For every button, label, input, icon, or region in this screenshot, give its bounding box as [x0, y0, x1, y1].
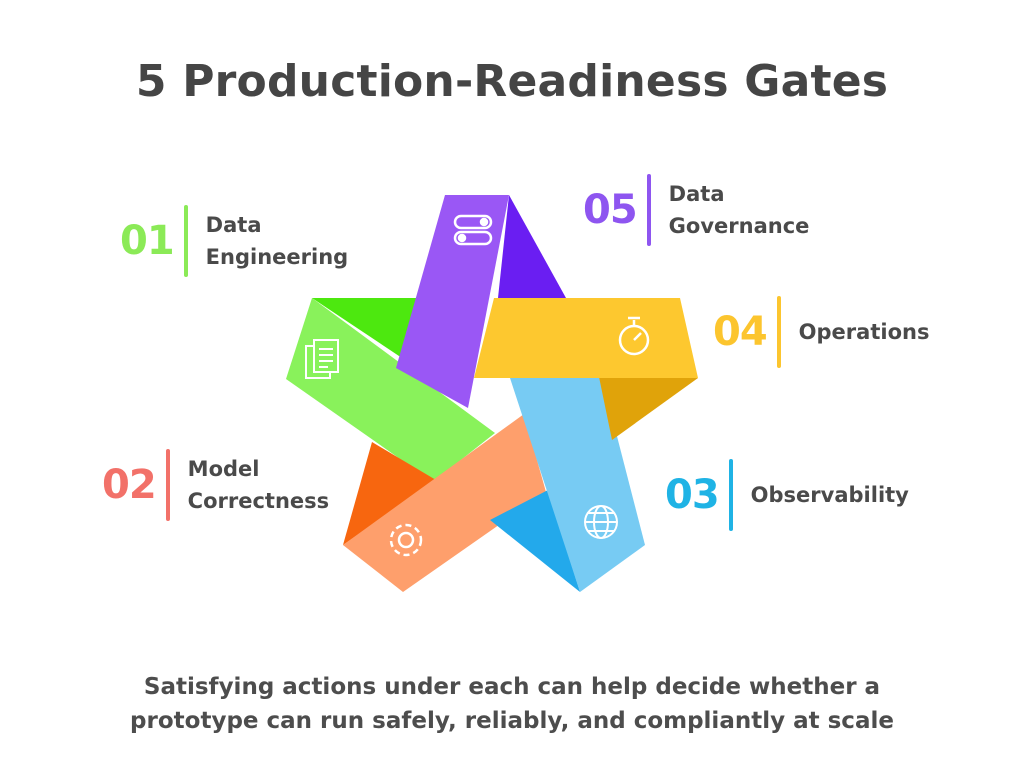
gate-divider — [183, 205, 188, 277]
band-dark-data-engineering — [312, 298, 420, 370]
gate-divider — [646, 174, 651, 246]
gate-observability: 03 Observability — [665, 459, 909, 531]
gate-number: 02 — [102, 462, 157, 508]
gate-number: 05 — [583, 187, 638, 233]
gate-model-correctness: 02 Model Correctness — [102, 449, 329, 521]
document-stack-icon — [305, 339, 339, 379]
page-title: 5 Production-Readiness Gates — [135, 56, 889, 107]
toggle-switch-icon — [453, 214, 493, 246]
globe-icon — [584, 505, 618, 539]
gate-operations: 04 Operations — [713, 296, 929, 368]
gear-icon — [389, 523, 423, 557]
gate-data-engineering: 01 Data Engineering — [120, 205, 348, 277]
band-operations — [474, 298, 698, 378]
band-model-correctness — [343, 414, 546, 592]
gate-divider — [165, 449, 170, 521]
gate-label: Model Correctness — [187, 457, 330, 513]
footer-caption: Satisfying actions under each can help d… — [130, 674, 894, 734]
gate-number: 03 — [665, 472, 720, 518]
band-dark-observability — [490, 490, 580, 592]
gate-label: Data Engineering — [205, 213, 349, 269]
band-dark-model-correctness — [343, 442, 436, 545]
stopwatch-icon — [618, 316, 650, 356]
band-dark-operations — [598, 372, 698, 440]
gate-number: 04 — [713, 309, 768, 355]
band-dark-data-governance — [498, 195, 566, 298]
band-data-governance — [396, 195, 509, 408]
gate-data-governance: 05 Data Governance — [583, 174, 809, 246]
gate-label: Operations — [798, 320, 930, 344]
gate-number: 01 — [120, 218, 175, 264]
gate-label: Observability — [750, 483, 909, 507]
gate-label: Data Governance — [668, 182, 810, 238]
gate-divider — [728, 459, 733, 531]
gate-divider — [776, 296, 781, 368]
